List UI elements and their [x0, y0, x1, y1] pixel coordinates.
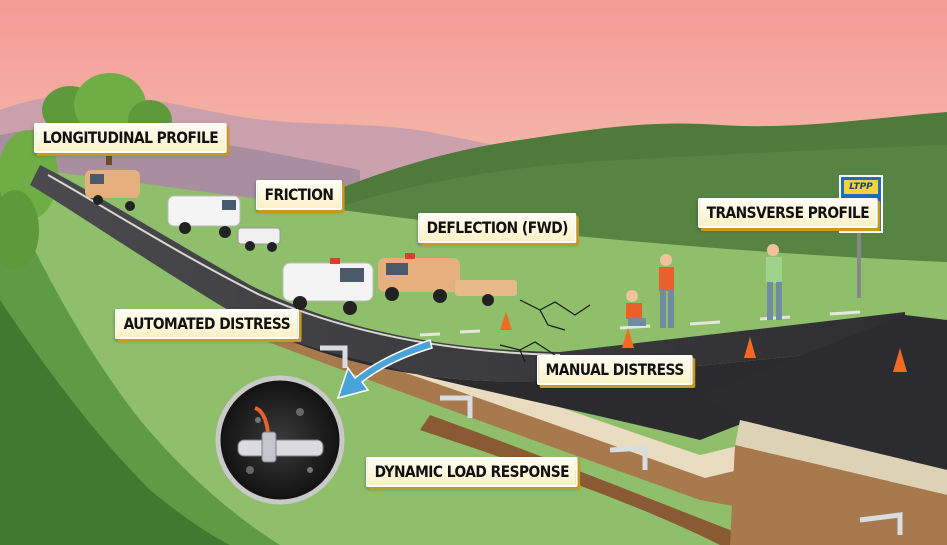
cutaway-layer-sub: [730, 445, 947, 545]
label-longitudinal-profile: LONGITUDINAL PROFILE: [34, 123, 227, 153]
white-van-automated: [282, 258, 374, 315]
worker-profiler: [766, 244, 782, 320]
label-automated-distress: AUTOMATED DISTRESS: [115, 309, 299, 339]
road-surface: [30, 165, 905, 382]
road-center-dashes: [419, 310, 861, 337]
label-dynamic-load-response: DYNAMIC LOAD RESPONSE: [366, 457, 578, 487]
pointer-arrow: [336, 339, 433, 400]
pavement-cracks: [499, 299, 591, 363]
traffic-cones: [500, 312, 907, 372]
foreground-grass-dark: [0, 300, 230, 545]
label-manual-distress: MANUAL DISTRESS: [537, 355, 693, 385]
tan-van-fwd: [378, 253, 517, 306]
worker-kneeling: [626, 290, 646, 326]
worker-standing-clipboard: [659, 254, 674, 328]
white-van-friction: [167, 195, 281, 252]
cutaway-block: [700, 315, 947, 470]
cutaway-layer-base: [735, 420, 947, 495]
sensor-magnifier: [215, 375, 345, 505]
label-transverse-profile: TRANSVERSE PROFILE: [698, 198, 878, 228]
label-deflection-fwd: DEFLECTION (FWD): [418, 213, 577, 243]
tan-van-far: [85, 170, 140, 211]
sign-post: [857, 230, 861, 298]
ltpp-sign-text: LTPP: [844, 180, 878, 194]
sensor-pipes: [320, 345, 903, 535]
road-edge-line: [47, 174, 561, 356]
label-friction: FRICTION: [256, 180, 343, 210]
